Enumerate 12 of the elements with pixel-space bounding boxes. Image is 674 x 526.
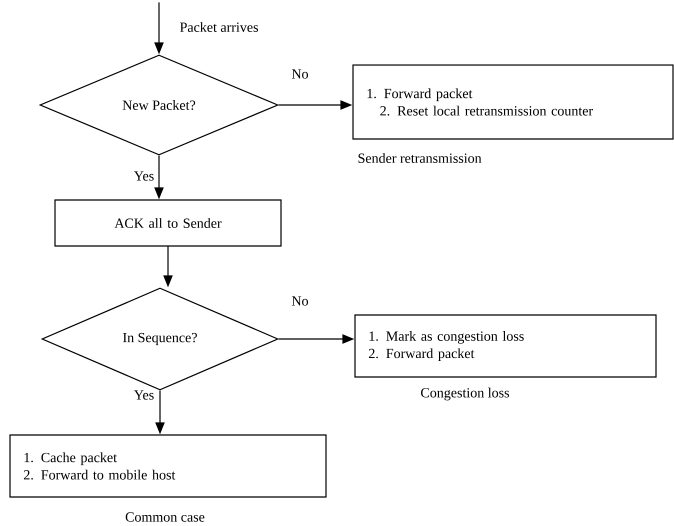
process-box: ACK all to Sender (54, 199, 282, 247)
edge-label: No (290, 295, 310, 307)
process-box: 1. Forward packet 2. Reset local retransmission counter (352, 64, 674, 140)
edge-label: No (290, 68, 310, 80)
node-caption: Sender retransmission (358, 153, 482, 163)
edge-label: Yes (132, 170, 156, 182)
edge-label: Yes (132, 389, 156, 401)
process-box: 1. Mark as congestion loss 2. Forward packet (354, 314, 657, 378)
edge-label: Packet arrives (178, 20, 260, 34)
node-caption: Congestion loss (421, 388, 510, 400)
node-caption: Common case (126, 512, 204, 522)
process-box: 1. Cache packet 2. Forward to mobile host (9, 434, 327, 498)
